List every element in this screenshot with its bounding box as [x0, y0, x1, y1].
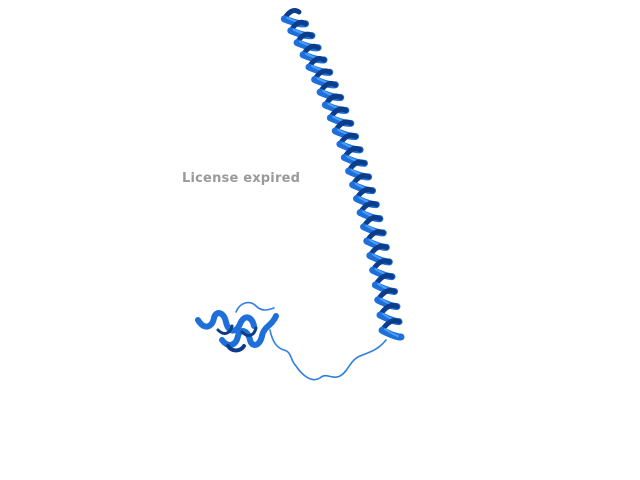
license-expired-watermark: License expired [182, 171, 301, 186]
loop-coil [269, 329, 387, 381]
small-helical-domain [195, 301, 279, 353]
alpha-helix-long [280, 8, 405, 341]
helix-turn-highlight [384, 328, 399, 337]
helix-turn-front [378, 326, 405, 341]
